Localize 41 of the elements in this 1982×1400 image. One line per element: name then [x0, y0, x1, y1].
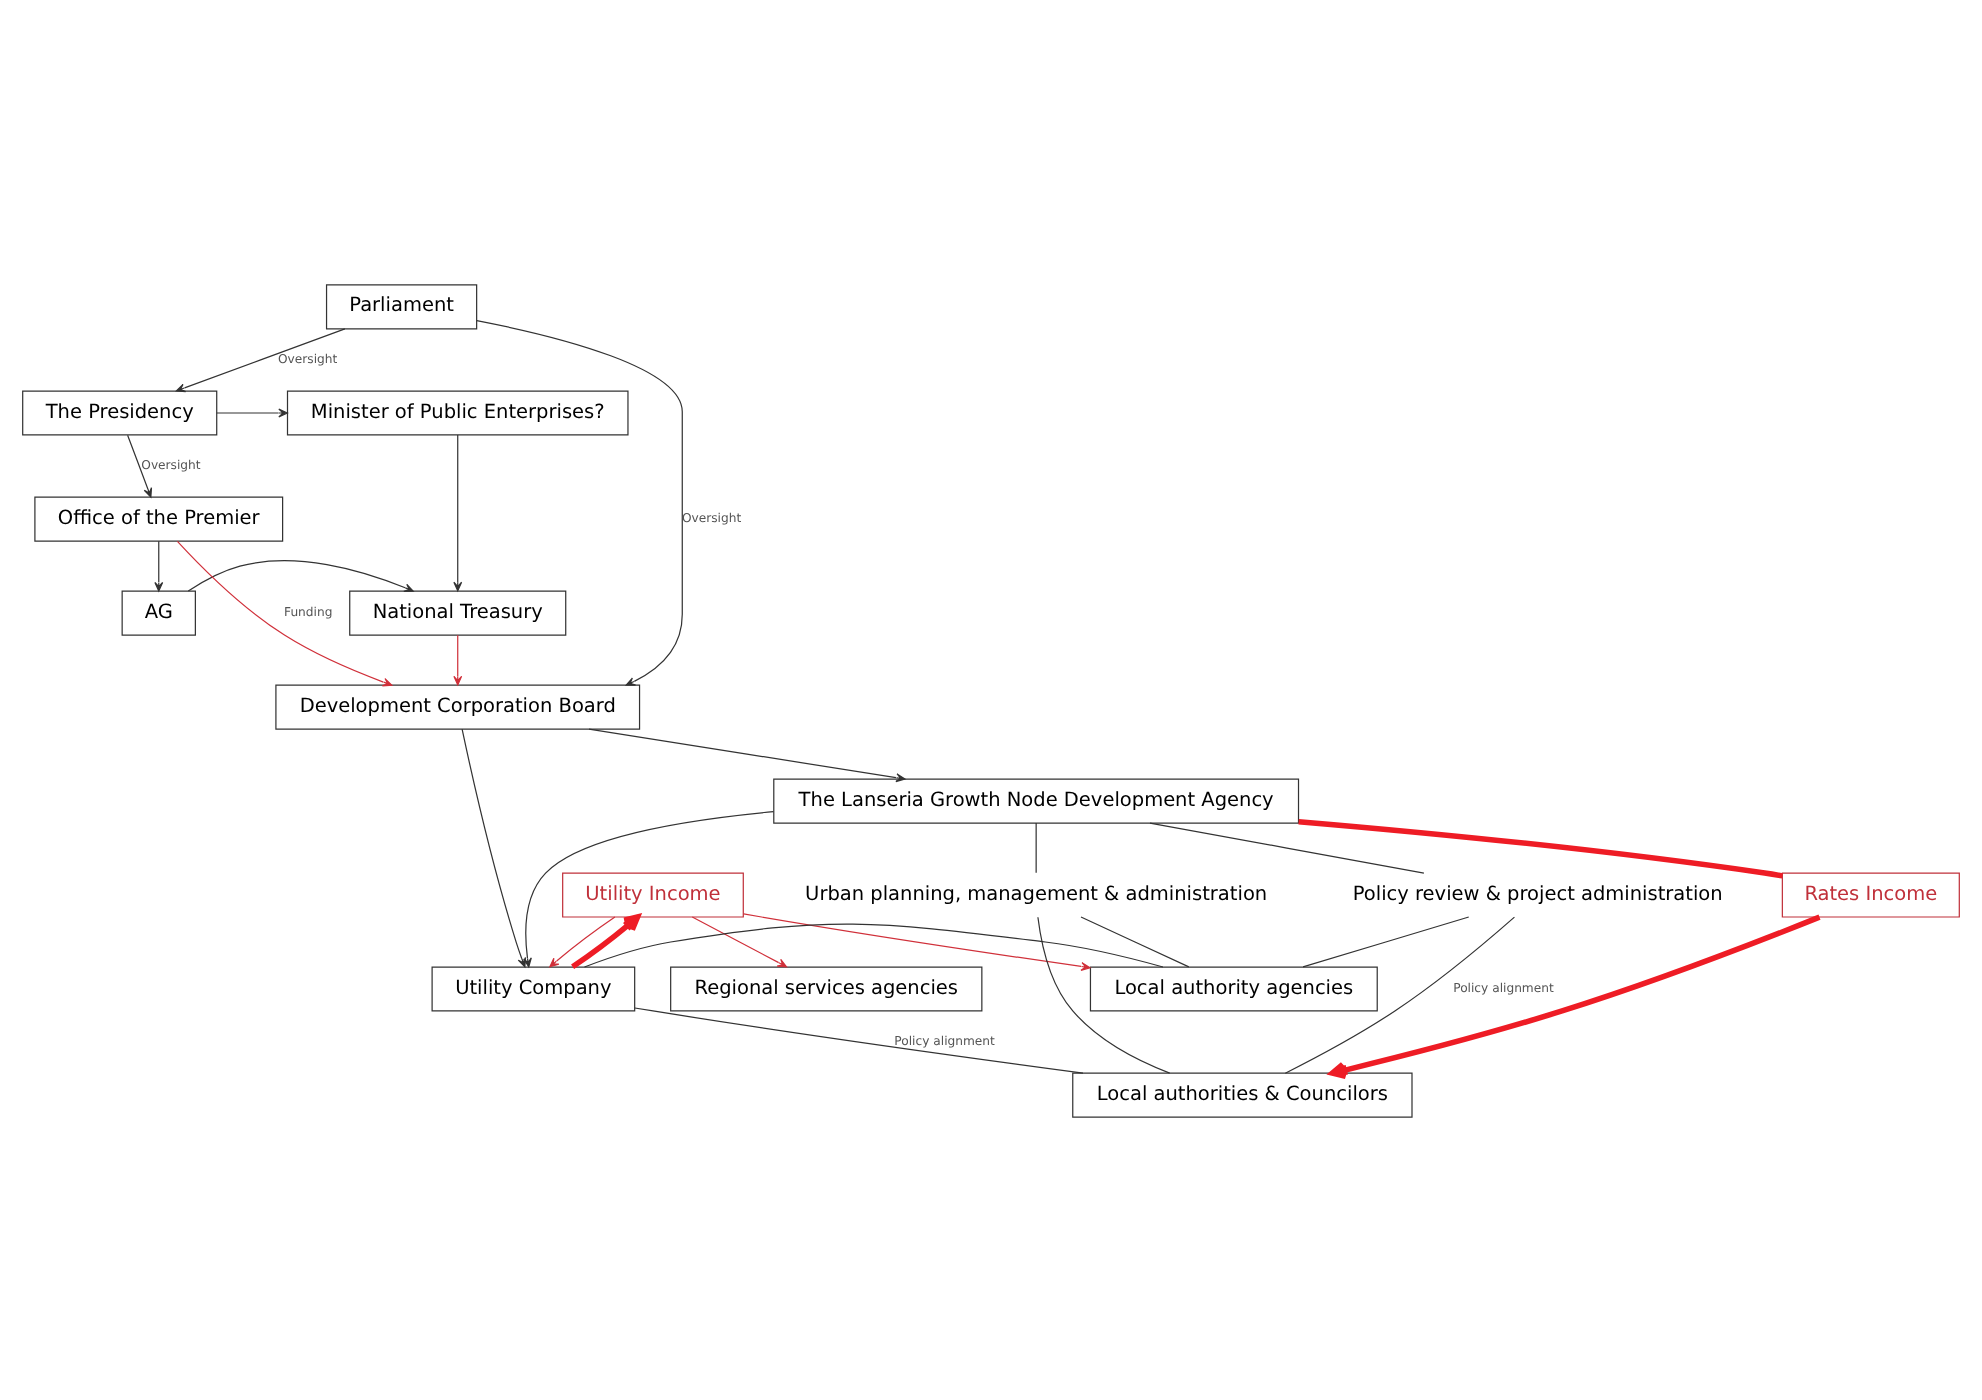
arrow	[1329, 913, 1821, 1079]
arrow	[176, 539, 393, 686]
arrow	[187, 559, 414, 591]
node-box: The Presidency	[22, 389, 218, 435]
node-box: Development Corporation Board	[275, 683, 641, 729]
node-box: Minister of Public Enterprises?	[286, 389, 629, 435]
arrow	[216, 407, 288, 417]
arrow	[453, 433, 463, 591]
connector	[634, 1006, 1084, 1073]
arrow	[476, 319, 683, 685]
node-box: National Treasury	[349, 589, 567, 635]
connector	[1284, 915, 1516, 1073]
node-box: The Lanseria Growth Node Development Agency	[773, 777, 1300, 823]
arrow	[571, 913, 641, 969]
arrow	[175, 327, 346, 392]
node-box: AG	[121, 589, 196, 635]
connector	[1302, 915, 1470, 967]
connector	[1080, 915, 1190, 967]
connector	[1037, 915, 1171, 1073]
node-box: Regional services agencies	[670, 965, 983, 1011]
connector	[1298, 817, 1783, 878]
arrow	[453, 633, 463, 685]
connector	[1149, 821, 1425, 873]
arrow	[691, 915, 788, 967]
node-box: Utility Income	[562, 871, 744, 917]
arrow	[523, 810, 775, 967]
connector	[1035, 821, 1037, 873]
node-box: Utility Company	[431, 965, 636, 1011]
node-box: Local authorities & Councilors	[1072, 1071, 1413, 1117]
node-box: Local authority agencies	[1089, 965, 1378, 1011]
node-text: Policy review & project administration	[1352, 882, 1723, 905]
arrow	[588, 727, 906, 782]
arrow	[549, 915, 616, 967]
node-box: Parliament	[325, 283, 478, 329]
arrow	[154, 539, 164, 591]
node-text: Urban planning, management & administration	[805, 882, 1268, 905]
connector	[583, 922, 1164, 967]
node-box: Office of the Premier	[34, 495, 284, 541]
arrow	[743, 912, 1091, 970]
node-box: Rates Income	[1781, 871, 1960, 917]
arrow	[127, 433, 153, 497]
